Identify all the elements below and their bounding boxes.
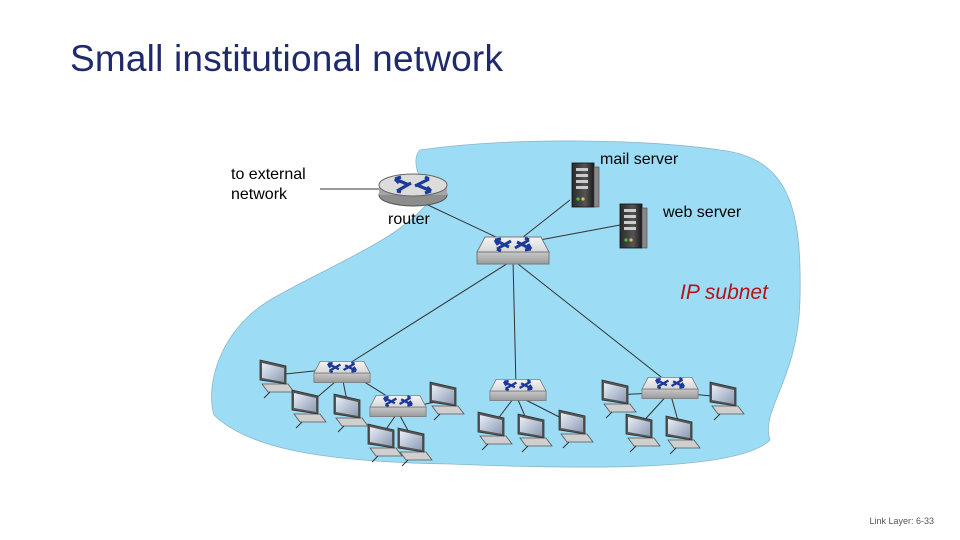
switch-icon bbox=[368, 394, 428, 418]
switch-icon bbox=[312, 360, 372, 384]
external-network-label: to external network bbox=[231, 166, 306, 203]
slide-title: Small institutional network bbox=[70, 38, 504, 79]
switch-icon bbox=[640, 376, 700, 400]
ip-subnet-label: IP subnet bbox=[680, 281, 768, 304]
mail-server-icon bbox=[571, 162, 600, 208]
mail-server-label: mail server bbox=[600, 151, 679, 168]
web-server-icon bbox=[619, 203, 648, 249]
slide-footer: Link Layer: 6-33 bbox=[869, 516, 934, 526]
web-server-label: web server bbox=[663, 204, 742, 221]
switch-icon bbox=[488, 378, 548, 402]
core-switch-icon bbox=[475, 235, 551, 266]
router-label: router bbox=[388, 211, 430, 228]
router-icon bbox=[378, 173, 448, 207]
